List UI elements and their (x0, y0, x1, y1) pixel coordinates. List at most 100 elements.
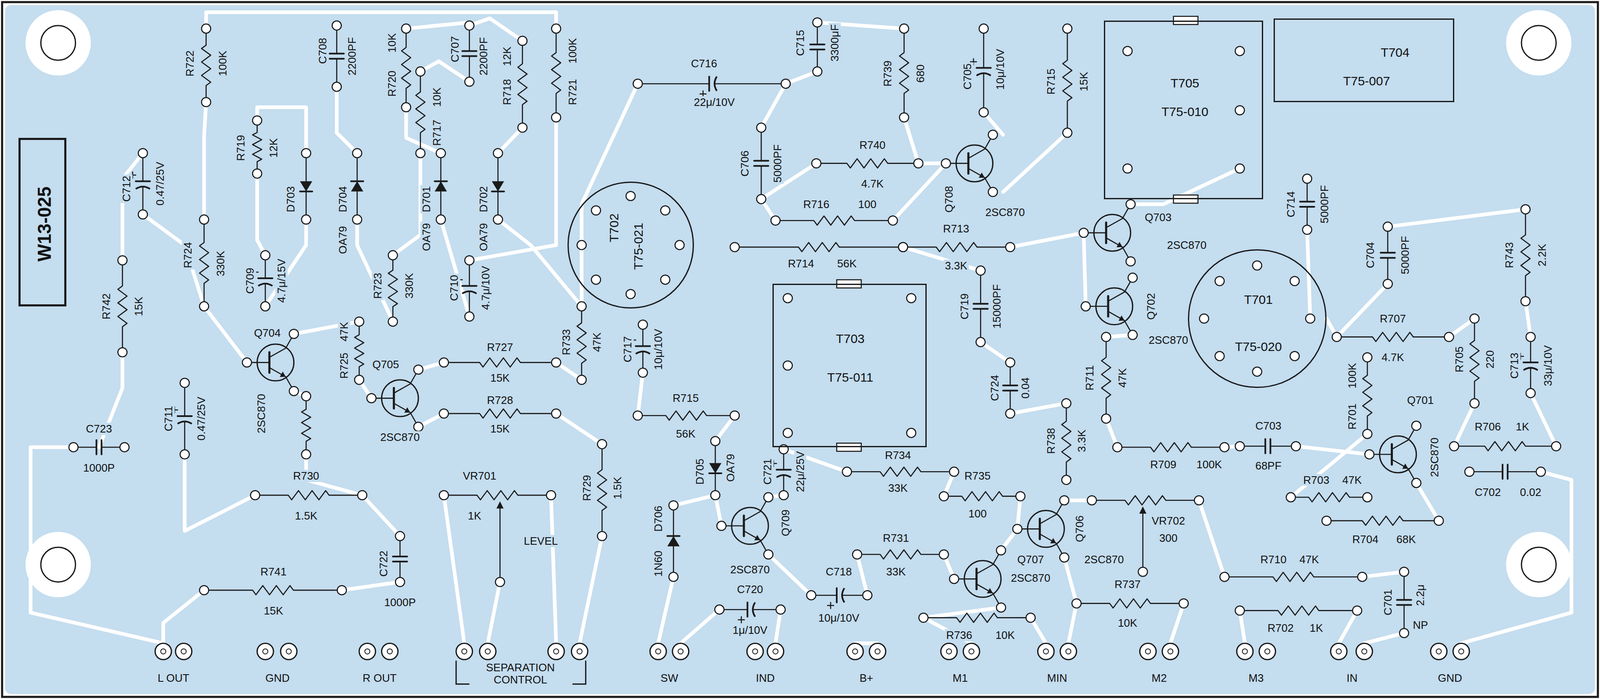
part-label: OA79 (420, 221, 433, 253)
copper-trace (257, 173, 266, 255)
solder-pad (1302, 225, 1312, 235)
solder-pad (1179, 598, 1189, 608)
hole-clearance (25, 531, 91, 597)
part-label: R730 (291, 469, 321, 482)
part-label: 15K (488, 371, 511, 384)
part-label: 22μ/25V (793, 449, 807, 494)
connector-pad (940, 642, 958, 660)
resistor-symbol (857, 549, 944, 559)
solder-pad (1215, 276, 1225, 286)
solder-pad (779, 490, 789, 500)
copper-trace (1387, 209, 1526, 227)
part-label: R733 (560, 327, 573, 357)
part-label: R704 (1350, 532, 1380, 545)
wiper-arrow (1139, 506, 1147, 514)
solder-pad (591, 205, 601, 216)
solder-pad (597, 439, 607, 449)
part-label: C724 (988, 373, 1001, 402)
solder-pad (1235, 163, 1245, 174)
solder-pad (337, 585, 347, 595)
copper-trace (658, 576, 674, 644)
solder-pad (551, 357, 561, 367)
pin-name: M3 (1247, 671, 1265, 684)
solder-pad (976, 337, 986, 347)
solder-pad (551, 408, 561, 418)
diode-bar (434, 180, 447, 182)
copper-trace (1198, 499, 1225, 577)
solder-pad (782, 360, 793, 371)
solder-pad (597, 530, 607, 541)
diode-symbol (299, 181, 313, 192)
copper-trace (893, 163, 946, 221)
part-label: R724 (181, 240, 195, 270)
pin-name: SW (659, 671, 680, 684)
resistor-symbol (577, 306, 587, 380)
connector-pad (1236, 642, 1254, 660)
solder-pad (1383, 221, 1393, 232)
mounting-hole (40, 546, 76, 582)
part-label: C723 (84, 422, 114, 435)
part-label: R716 (801, 198, 831, 211)
copper-trace (1083, 232, 1086, 307)
solder-pad (633, 78, 643, 89)
part-label: R722 (183, 49, 197, 78)
solder-pad (577, 375, 587, 385)
part-label: 47K (337, 320, 350, 343)
connector-pad (869, 642, 886, 660)
part-label: 1000P (383, 596, 418, 609)
part-label: 2200PF (477, 35, 490, 77)
part-label: R721 (566, 77, 579, 107)
solder-pad (577, 301, 587, 311)
part-label: 5000PF (1318, 183, 1331, 225)
solder-pad (1127, 273, 1138, 283)
resistor-symbol (1239, 605, 1357, 615)
connector-hole (1167, 648, 1173, 654)
capacitor-plate (754, 165, 769, 167)
part-label: R737 (1113, 577, 1142, 590)
part-label: T701 (1242, 292, 1275, 307)
part-label: C719 (958, 291, 971, 321)
solder-pad (388, 250, 398, 260)
solder-pad (1449, 441, 1459, 451)
solder-pad (1357, 572, 1367, 582)
part-label: R743 (1503, 240, 1516, 270)
part-label: C704 (1364, 240, 1377, 270)
part-label: 4.7K (859, 177, 886, 190)
part-label: 330K (403, 271, 416, 300)
solder-pad (301, 214, 311, 224)
part-label: R734 (883, 449, 913, 462)
part-label: Q706 (1073, 514, 1086, 544)
solder-pad (1079, 228, 1089, 238)
part-label: R703 (1302, 473, 1331, 486)
copper-trace (257, 107, 307, 153)
connector-pad (1452, 642, 1470, 660)
solder-pad (714, 604, 725, 614)
capacitor-plate (392, 555, 408, 557)
solder-pad (1026, 612, 1036, 623)
connector-pad (571, 642, 588, 660)
part-label: T702 (606, 212, 621, 244)
connector-hole (364, 648, 370, 654)
part-label: 10K (386, 31, 399, 54)
part-label: Q705 (370, 358, 401, 371)
connector-pad (456, 642, 473, 660)
solder-pad (68, 442, 79, 452)
capacitor-plate (1380, 251, 1396, 254)
part-label: 33K (885, 565, 907, 578)
connector-pad (846, 642, 864, 660)
solder-pad (782, 293, 793, 303)
resistor-symbol (201, 28, 211, 103)
diode-symbol (709, 462, 722, 473)
solder-pad (1062, 23, 1072, 34)
copper-trace (551, 494, 557, 643)
solder-pad (668, 572, 678, 582)
bracket (572, 660, 586, 684)
capacitor-plate (1269, 438, 1272, 454)
part-label: C718 (824, 565, 854, 578)
pin-name: IND (754, 671, 777, 684)
solder-pad (401, 23, 411, 34)
part-label: C714 (1284, 189, 1298, 219)
capacitor-plate (177, 421, 192, 424)
part-label: R706 (1473, 420, 1503, 433)
part-label: R725 (337, 351, 350, 380)
